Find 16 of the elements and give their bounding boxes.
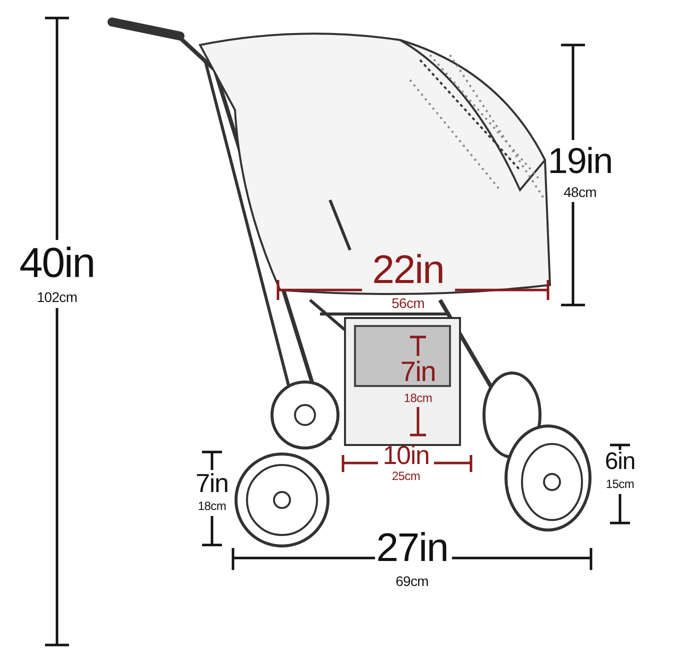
dimension-label: 6in [604,450,636,474]
dimension-label: 19in [548,143,612,179]
dimension-label: 102cm [36,290,78,304]
dimension-label: 27in [376,528,448,568]
dimension-label: 10in [382,442,430,468]
dimension-label: 25cm [392,470,420,482]
dimension-label: 7in [196,470,228,496]
dimension-label: 15cm [606,478,634,490]
dimension-label: 69cm [396,574,428,588]
dimension-label: 18cm [198,500,226,512]
dimension-label: 7in [400,358,436,386]
dimension-label: 40in [19,242,95,284]
dimension-label: 22in [372,250,444,290]
dimension-label: 56cm [392,296,424,310]
dimension-label: 48cm [564,185,596,199]
dimension-label: 18cm [404,392,432,404]
